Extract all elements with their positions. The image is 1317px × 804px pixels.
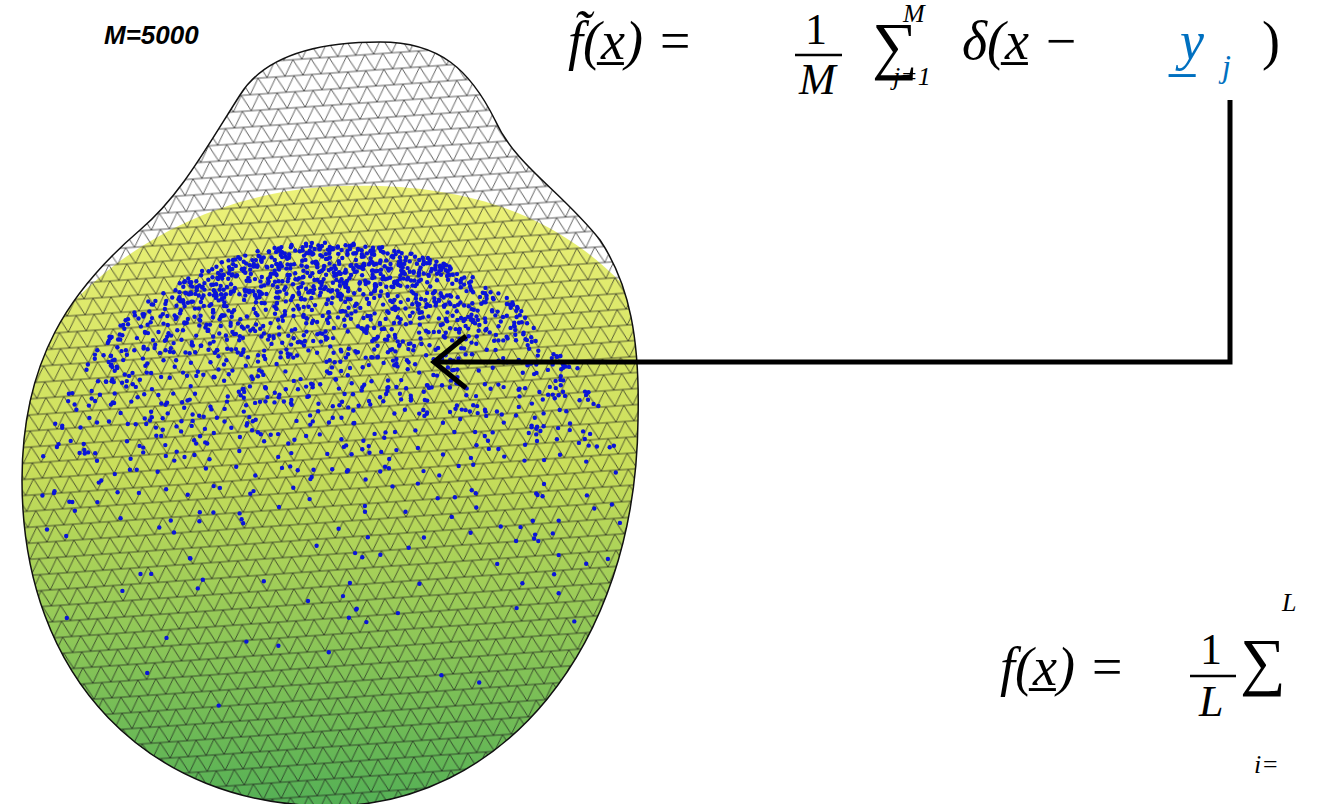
mesh-surface	[0, 0, 660, 804]
formula-term: f(x̲) =	[1000, 640, 1125, 694]
fraction-bar	[1190, 675, 1236, 678]
sample-variable: y̲	[1180, 14, 1204, 68]
fraction-numerator: 1	[805, 8, 827, 52]
sample-count: M=5000	[104, 22, 199, 48]
sum-lower-limit: j=1	[893, 64, 931, 90]
sample-points	[40, 241, 622, 708]
variable-subscript: j	[1222, 50, 1231, 82]
fraction-denominator: M	[799, 58, 836, 102]
shape-outline	[22, 42, 638, 804]
formula-term: f̃(x̲) =	[568, 14, 693, 68]
fraction-bar	[795, 54, 842, 57]
sum-lower-limit: i=	[1254, 752, 1279, 778]
fraction-denominator: L	[1199, 680, 1223, 724]
pointer-arrow	[434, 100, 1230, 388]
formula-term: δ(x̲ −	[962, 14, 1079, 68]
fraction-numerator: 1	[1200, 628, 1222, 672]
sum-upper-limit: L	[1282, 590, 1296, 616]
sum-symbol: ∑	[1240, 630, 1286, 694]
formula-term: )	[1262, 14, 1280, 68]
